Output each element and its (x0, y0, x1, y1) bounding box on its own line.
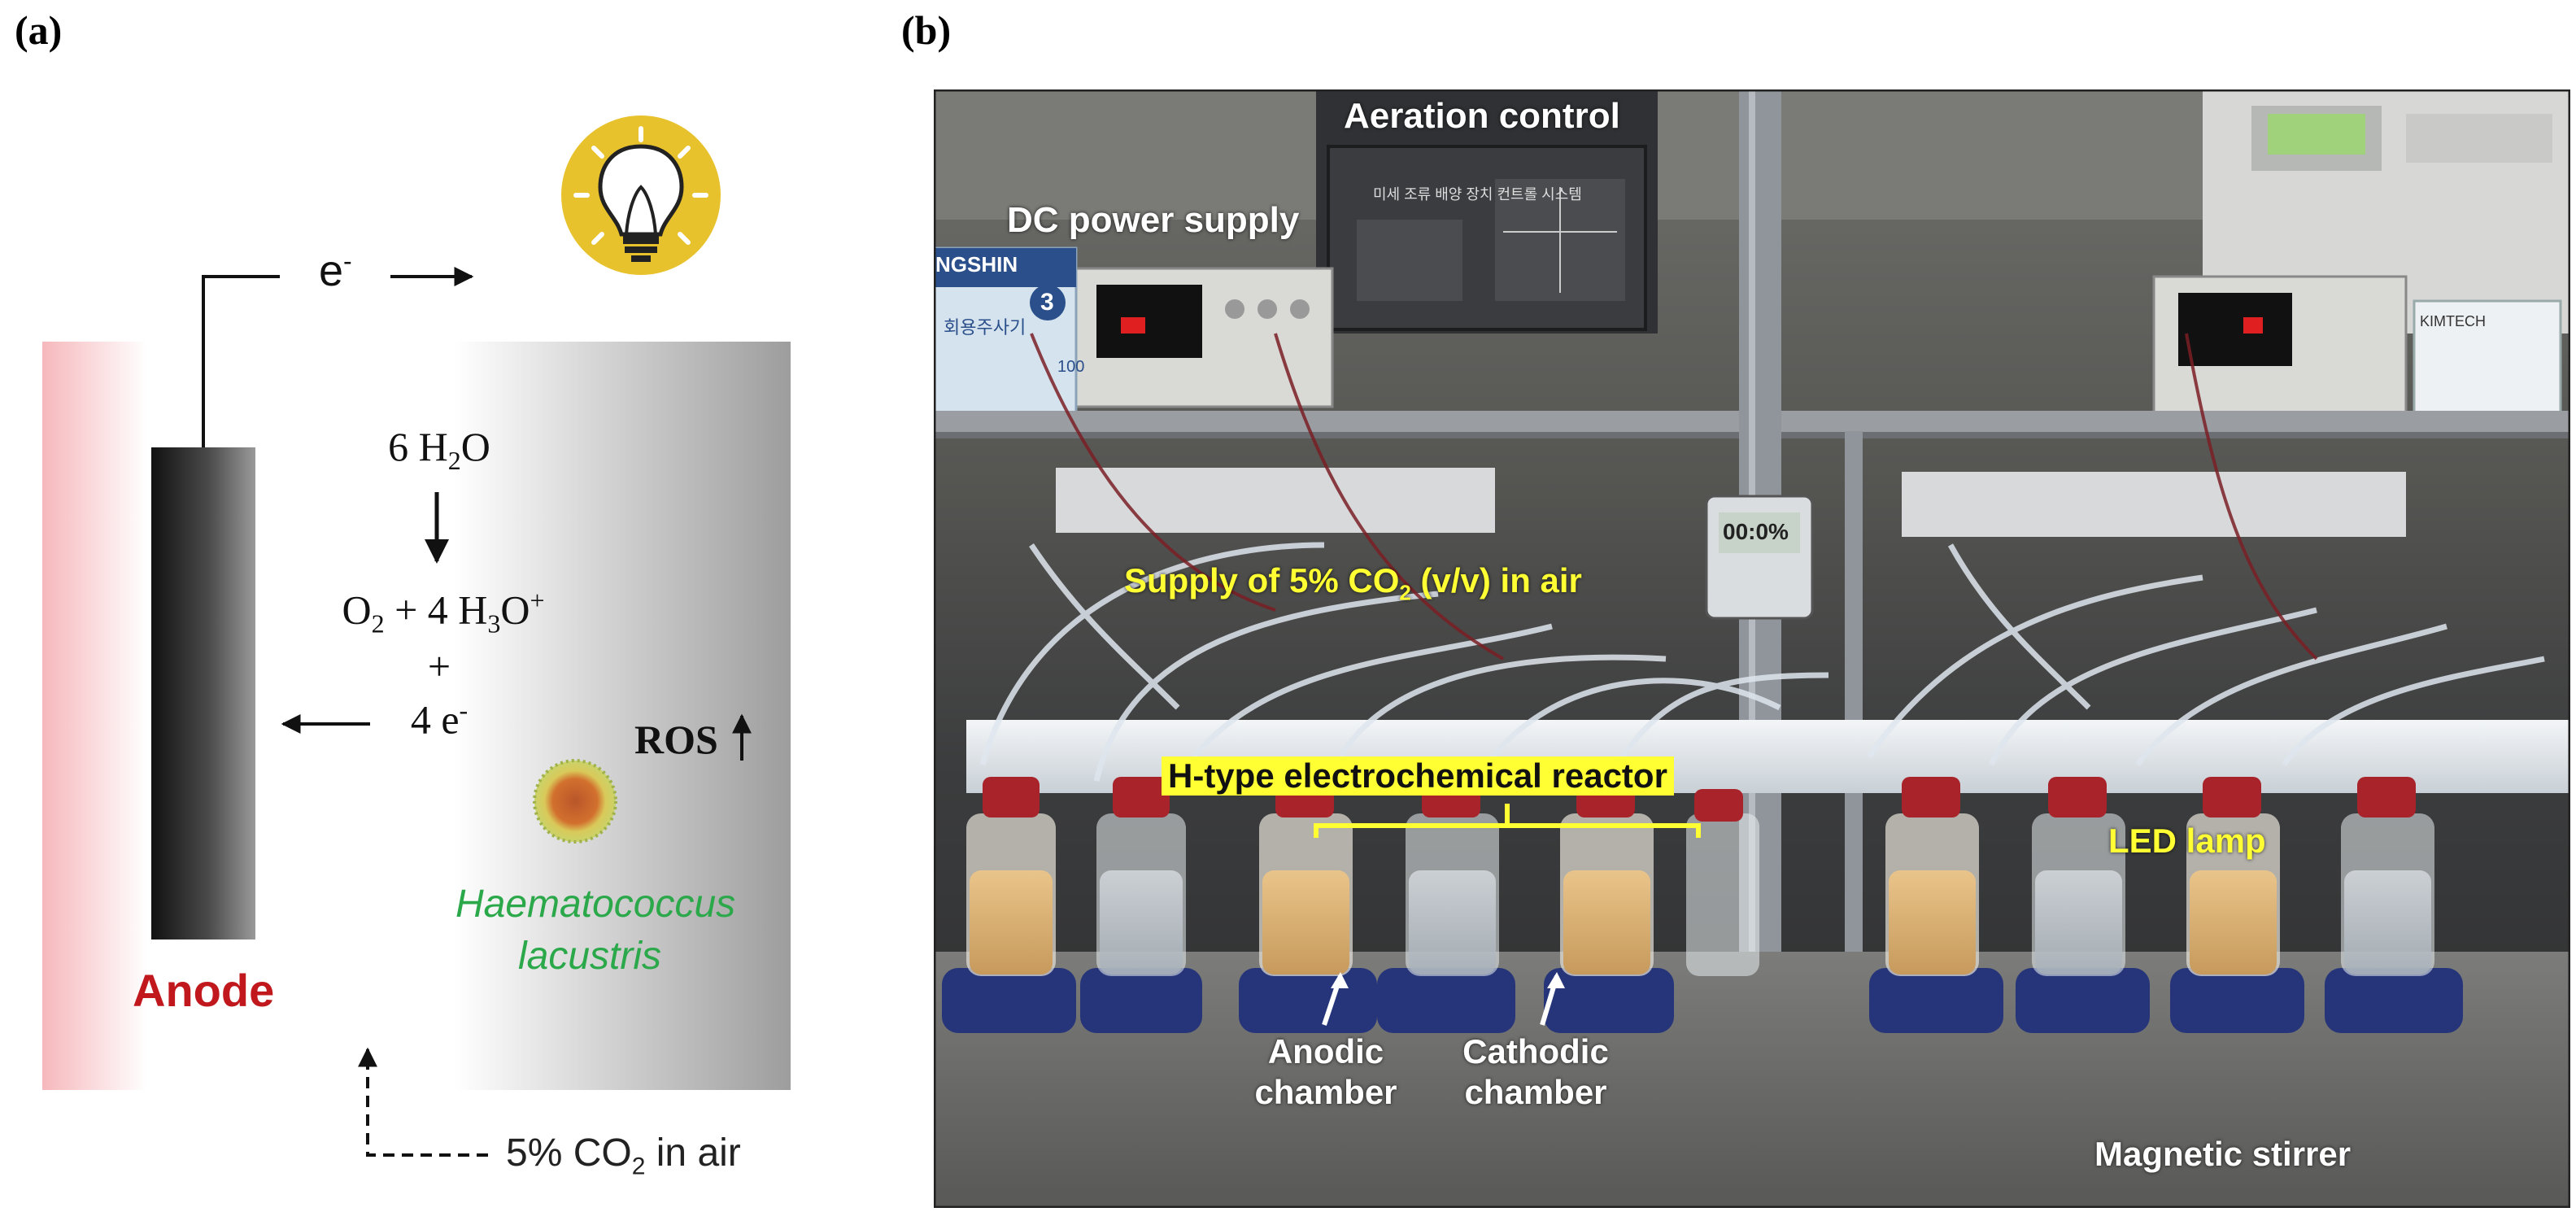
kimtech-label: KIMTECH (2420, 313, 2486, 329)
magnetic-stirrer-label: Magnetic stirrer (2094, 1135, 2352, 1173)
products-formula: O2 + 4 H3O+ (342, 586, 545, 639)
four-electrons: 4 e- (410, 695, 469, 743)
reactor-bottles (966, 777, 2434, 976)
water-formula: 6 H2O (388, 424, 490, 475)
dc-power-supply-label: DC power supply (1007, 200, 1300, 240)
box-brand: NGSHIN (935, 252, 1018, 277)
right-equipment (2152, 89, 2570, 425)
reactor-bracket (1314, 804, 1701, 838)
dc-power-supply-left (1070, 267, 1334, 408)
aeration-control-label: Aeration control (1344, 96, 1620, 136)
alga-name: Haematococcus lacustris (455, 883, 736, 978)
anode-electrode (151, 447, 255, 940)
co2-in-air-label: 5% CO2 in air (506, 1131, 741, 1180)
box-100: 100 (1057, 358, 1085, 376)
co2-dashed-line (358, 1047, 488, 1157)
box-text: 회용주사기 (944, 317, 1026, 338)
aeration-control-cabinet (1316, 89, 1658, 334)
box-number: 3 (1040, 289, 1054, 316)
control-panel-korean: 미세 조류 배양 장치 컨트롤 시스템 (1373, 186, 1582, 203)
anode-wire (202, 275, 280, 449)
reactor-label: H-type electrochemical reactor (1162, 756, 1674, 796)
co2-supply-label: Supply of 5% CO2 (v/v) in air (1124, 561, 1582, 605)
anode-label: Anode (133, 965, 275, 1016)
magnetic-stirrers (942, 968, 2463, 1033)
cathodic-chamber-label: Cathodic chamber (1462, 1032, 1609, 1111)
panel-b-label: (b) (901, 7, 952, 53)
electron-label: e- (319, 246, 352, 295)
plus-sign: + (427, 643, 451, 689)
anodic-chamber-label: Anodic chamber (1254, 1032, 1397, 1111)
panel-a-diagram (42, 116, 791, 1157)
led-lamp-label: LED lamp (2108, 822, 2266, 860)
ros-label: ROS (634, 717, 718, 762)
haematococcus-cell (533, 759, 617, 844)
timer (1705, 495, 1814, 620)
light-bulb-icon (561, 116, 721, 275)
panel-a-label: (a) (15, 7, 63, 53)
reactor-photo (934, 89, 2570, 1208)
timer-display: 00:0% (1723, 519, 1789, 544)
